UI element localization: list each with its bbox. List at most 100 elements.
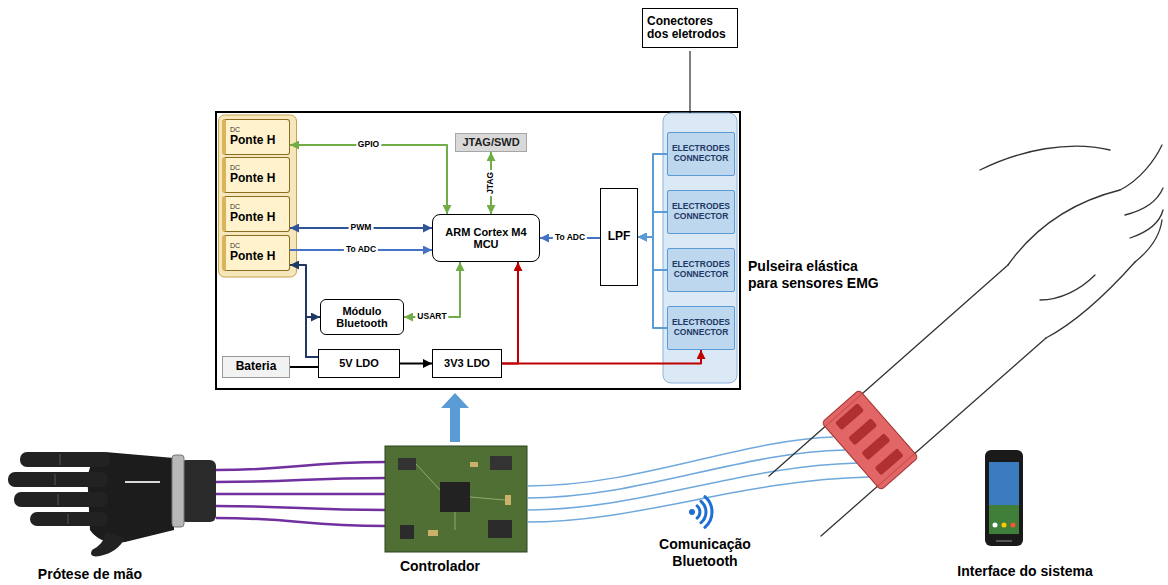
diagram-frame [216, 112, 740, 389]
caption-label: Prótese de mão [20, 566, 160, 583]
node-text: DC [230, 126, 240, 134]
hand-prosthesis [172, 455, 184, 527]
node-text: DC [230, 164, 240, 172]
signal-label: To ADC [344, 245, 378, 254]
signal-label: USART [415, 312, 448, 321]
smartphone [985, 450, 1023, 546]
arm-sketch [769, 145, 1163, 536]
diagram-frame [216, 112, 740, 389]
emg-bracelet [835, 403, 864, 430]
node-text: ELECTRODES CONNECTOR [670, 318, 732, 337]
electrode-panel [663, 113, 737, 383]
controller-board [416, 464, 505, 530]
motor-wires [216, 493, 386, 496]
hand-prosthesis [58, 494, 59, 505]
connector [638, 154, 667, 237]
emg-bracelet [848, 418, 877, 445]
controller-board [470, 462, 478, 467]
smartphone [1011, 523, 1016, 528]
h-bridge-box: DCPonte H [222, 157, 290, 193]
node-text: DC [230, 203, 240, 211]
connector [502, 262, 518, 364]
node-text: LPF [608, 230, 631, 243]
node-text: ELECTRODES CONNECTOR [670, 202, 732, 221]
node-text: ELECTRODES CONNECTOR [670, 260, 732, 279]
electrode-panel [663, 113, 737, 383]
smartphone [985, 450, 1023, 546]
h-bridge-box: DCPonte H [222, 196, 290, 232]
electrode-connector: ELECTRODES CONNECTOR [667, 190, 735, 234]
controller-board [440, 482, 470, 512]
bluetooth-signal [705, 497, 712, 528]
arm-sketch [1135, 220, 1162, 262]
node-text: Ponte H [230, 134, 275, 147]
controller-board [428, 530, 438, 536]
motor-driver-panel [219, 115, 297, 277]
motor-wires [216, 506, 386, 510]
smartphone [993, 523, 998, 528]
emg-bracelet [861, 433, 890, 460]
hand-prosthesis [14, 492, 108, 507]
emg-bracelet [822, 390, 919, 491]
node-text: 5V LDO [339, 357, 379, 369]
smartphone [1002, 523, 1007, 528]
callout-box: Conectores dos eletrodos [642, 8, 738, 48]
connector [404, 262, 460, 317]
h-bridge-box: DCPonte H [222, 119, 290, 155]
node-text: 3V3 LDO [444, 357, 490, 369]
node-text: DC [230, 242, 240, 250]
motor-wires [216, 518, 386, 526]
bluetooth-signal [689, 497, 712, 528]
hand-prosthesis [60, 454, 61, 465]
emg-bracelet [822, 390, 919, 491]
regulator-box: 3V3 LDO [432, 349, 502, 378]
battery-box: Bateria [222, 356, 290, 378]
h-bridge-box: DCPonte H [222, 235, 290, 271]
hand-prosthesis [91, 532, 125, 556]
caption-label: Interface do sistema [955, 563, 1095, 580]
controller-board [400, 525, 414, 539]
caption-label: Comunicação Bluetooth [650, 536, 760, 570]
hand-prosthesis [180, 460, 216, 522]
smartphone [989, 462, 1019, 534]
connector [638, 237, 667, 328]
caption-label: Pulseira elástica para sensores EMG [748, 258, 889, 292]
hand-prosthesis [8, 452, 216, 556]
electrode-connector: ELECTRODES CONNECTOR [667, 248, 735, 292]
motor-wires [216, 478, 386, 482]
hand-prosthesis [125, 481, 160, 483]
signal-label: PWM [349, 223, 374, 232]
controller-board [488, 520, 512, 538]
node-text: Conectores dos eletrodos [647, 15, 733, 42]
hand-prosthesis [68, 514, 69, 524]
controller-arrow [441, 393, 469, 442]
controller-board [385, 446, 527, 552]
filter-box: LPF [600, 188, 638, 286]
arm-sketch [1130, 210, 1163, 238]
hand-prosthesis [30, 512, 108, 526]
connector [638, 212, 667, 237]
leader-line [690, 51, 691, 113]
connector [290, 366, 318, 368]
controller-board [385, 446, 527, 552]
connector [502, 350, 701, 364]
node-text: Bateria [236, 360, 277, 373]
node-text: JTAG/SWD [462, 136, 519, 148]
controller-board [505, 495, 511, 505]
sensor-wires [527, 450, 845, 498]
debug-port-box: JTAG/SWD [455, 133, 527, 152]
emg-bracelet [875, 448, 904, 475]
electrode-connector: ELECTRODES CONNECTOR [667, 306, 735, 350]
node-text: Módulo Bluetooth [324, 305, 400, 330]
regulator-box: 5V LDO [318, 349, 400, 378]
motor-driver-panel [219, 115, 297, 277]
node-text: Ponte H [230, 172, 275, 185]
motor-wires [216, 462, 386, 526]
arm-sketch [1040, 275, 1095, 300]
sensor-wires [527, 463, 857, 510]
connector [290, 145, 447, 214]
